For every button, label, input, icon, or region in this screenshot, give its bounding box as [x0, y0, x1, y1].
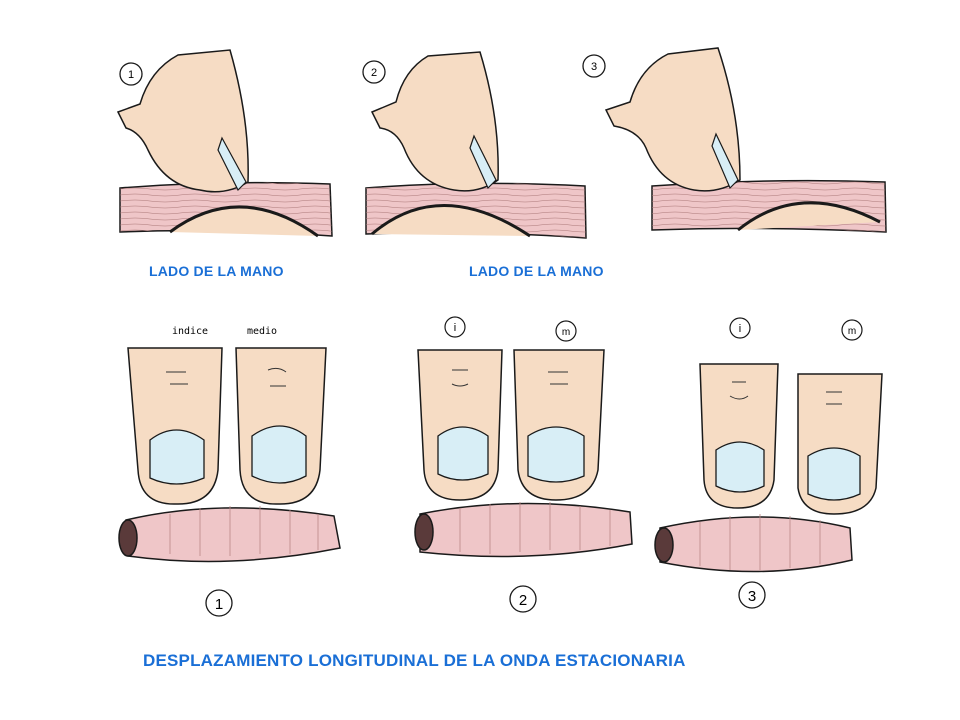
- top-panel-2: 2: [362, 51, 587, 239]
- caption-side-of-hand-left: LADO DE LA MANO: [149, 263, 284, 279]
- step-marker: 1: [205, 589, 233, 617]
- finger-label-middle: m: [841, 319, 863, 341]
- top-panel-3: 3: [582, 47, 887, 233]
- bottom-panel-2: i m 2: [414, 316, 633, 613]
- top-panel-1: 1: [116, 49, 333, 238]
- svg-text:i: i: [454, 322, 456, 334]
- caption-main-title: DESPLAZAMIENTO LONGITUDINAL DE LA ONDA E…: [143, 651, 686, 670]
- tissue-section: [651, 179, 887, 233]
- finger-label-index: i: [729, 317, 751, 339]
- bottom-panel-3: i m 3: [654, 317, 883, 609]
- finger-label-middle: medio: [247, 326, 277, 337]
- finger-label-index: i: [444, 316, 466, 338]
- caption-side-of-hand-right: LADO DE LA MANO: [469, 263, 604, 279]
- finger-middle: [513, 349, 605, 501]
- step-marker: 2: [362, 60, 386, 84]
- step-marker: 2: [509, 585, 537, 613]
- tube-tissue: [414, 502, 633, 558]
- step-number: 2: [519, 592, 527, 609]
- finger-middle: [797, 373, 883, 515]
- step-number: 1: [128, 69, 134, 81]
- finger-index: [127, 347, 223, 505]
- finger-index: [699, 363, 779, 509]
- step-number: 3: [591, 61, 597, 73]
- finger-side-view: [604, 47, 741, 192]
- tissue-section: [365, 182, 587, 239]
- finger-middle: [235, 347, 327, 505]
- step-marker: 1: [119, 62, 143, 86]
- finger-side-view: [370, 51, 499, 192]
- step-marker: 3: [738, 581, 766, 609]
- step-marker: 3: [582, 54, 606, 78]
- finger-side-view: [116, 49, 249, 193]
- svg-text:m: m: [848, 326, 856, 337]
- tube-tissue: [654, 514, 853, 573]
- step-number: 2: [371, 67, 377, 79]
- tissue-section: [119, 181, 333, 238]
- tube-tissue: [118, 506, 341, 563]
- finger-label-index: indice: [172, 326, 208, 337]
- finger-label-middle: m: [555, 320, 577, 342]
- svg-text:m: m: [562, 327, 570, 338]
- step-number: 3: [748, 588, 756, 605]
- finger-index: [417, 349, 503, 501]
- bottom-panel-1: indice medio 1: [118, 326, 341, 617]
- step-number: 1: [215, 596, 223, 613]
- svg-text:i: i: [739, 323, 741, 335]
